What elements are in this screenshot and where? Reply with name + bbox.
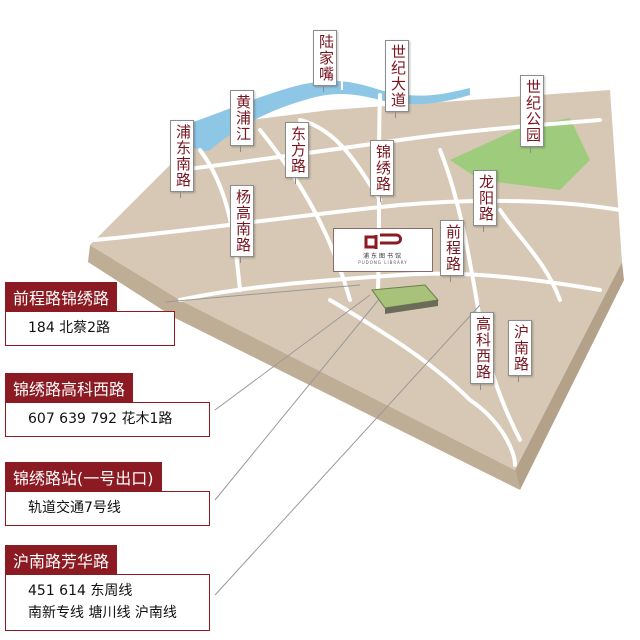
map-label-century-park: 世纪公园 xyxy=(520,75,544,153)
lujiazui-tower-icon xyxy=(336,10,348,90)
metro-line: 轨道交通7号线 xyxy=(28,500,121,516)
info-box-title: 锦绣路站(一号出口) xyxy=(5,462,162,492)
info-box-title: 锦绣路高科西路 xyxy=(5,373,134,403)
bus-lines: 451 614 东周线 xyxy=(28,583,133,599)
info-box-jinxiu-gaoke: 锦绣路高科西路 607 639 792 花木1路 xyxy=(5,373,210,437)
logo-english-name: PUDONG LIBRARY xyxy=(358,260,408,265)
bus-lines: 184 北蔡2路 xyxy=(28,320,111,336)
info-box-hunan-fanghua: 沪南路芳华路 451 614 东周线 南新专线 塘川线 沪南线 xyxy=(5,545,210,631)
bus-lines: 607 639 792 花木1路 xyxy=(28,411,173,427)
map-label-dongfang-road: 东方路 xyxy=(285,122,309,184)
map-label-huangpu-river: 黄浦江 xyxy=(230,90,254,152)
logo-chinese-name: 浦东图书馆 xyxy=(362,253,403,260)
leader-lines xyxy=(164,284,481,596)
map-label-longyang-road: 龙阳路 xyxy=(473,170,497,232)
map-label-shiji-avenue: 世纪大道 xyxy=(385,40,409,118)
map-label-yanggao-south-road: 杨高南路 xyxy=(230,185,254,263)
info-box-title: 前程路锦绣路 xyxy=(5,282,118,312)
map-label-qiancheng-road: 前程路 xyxy=(440,220,464,282)
info-box-jinxiu-station: 锦绣路站(一号出口) 轨道交通7号线 xyxy=(5,462,210,526)
library-building xyxy=(371,284,439,314)
map-base-right-side xyxy=(515,262,624,490)
map-base-side xyxy=(88,245,520,490)
map-label-pudong-south-road: 浦东南路 xyxy=(170,120,194,198)
info-box-title: 沪南路芳华路 xyxy=(5,545,118,575)
bus-lines: 南新专线 塘川线 沪南线 xyxy=(28,605,177,621)
map-label-hunan-road: 沪南路 xyxy=(508,320,532,382)
map-label-lujiazui: 陆家嘴 xyxy=(313,30,337,92)
map-label-gaoke-west-road: 高科西路 xyxy=(470,312,494,390)
map-label-jinxiu-road: 锦绣路 xyxy=(370,140,394,202)
library-logo-mark-icon xyxy=(364,233,402,249)
info-box-qiancheng-jinxiu: 前程路锦绣路 184 北蔡2路 xyxy=(5,282,175,346)
pudong-library-logo: 浦东图书馆 PUDONG LIBRARY xyxy=(333,228,433,272)
